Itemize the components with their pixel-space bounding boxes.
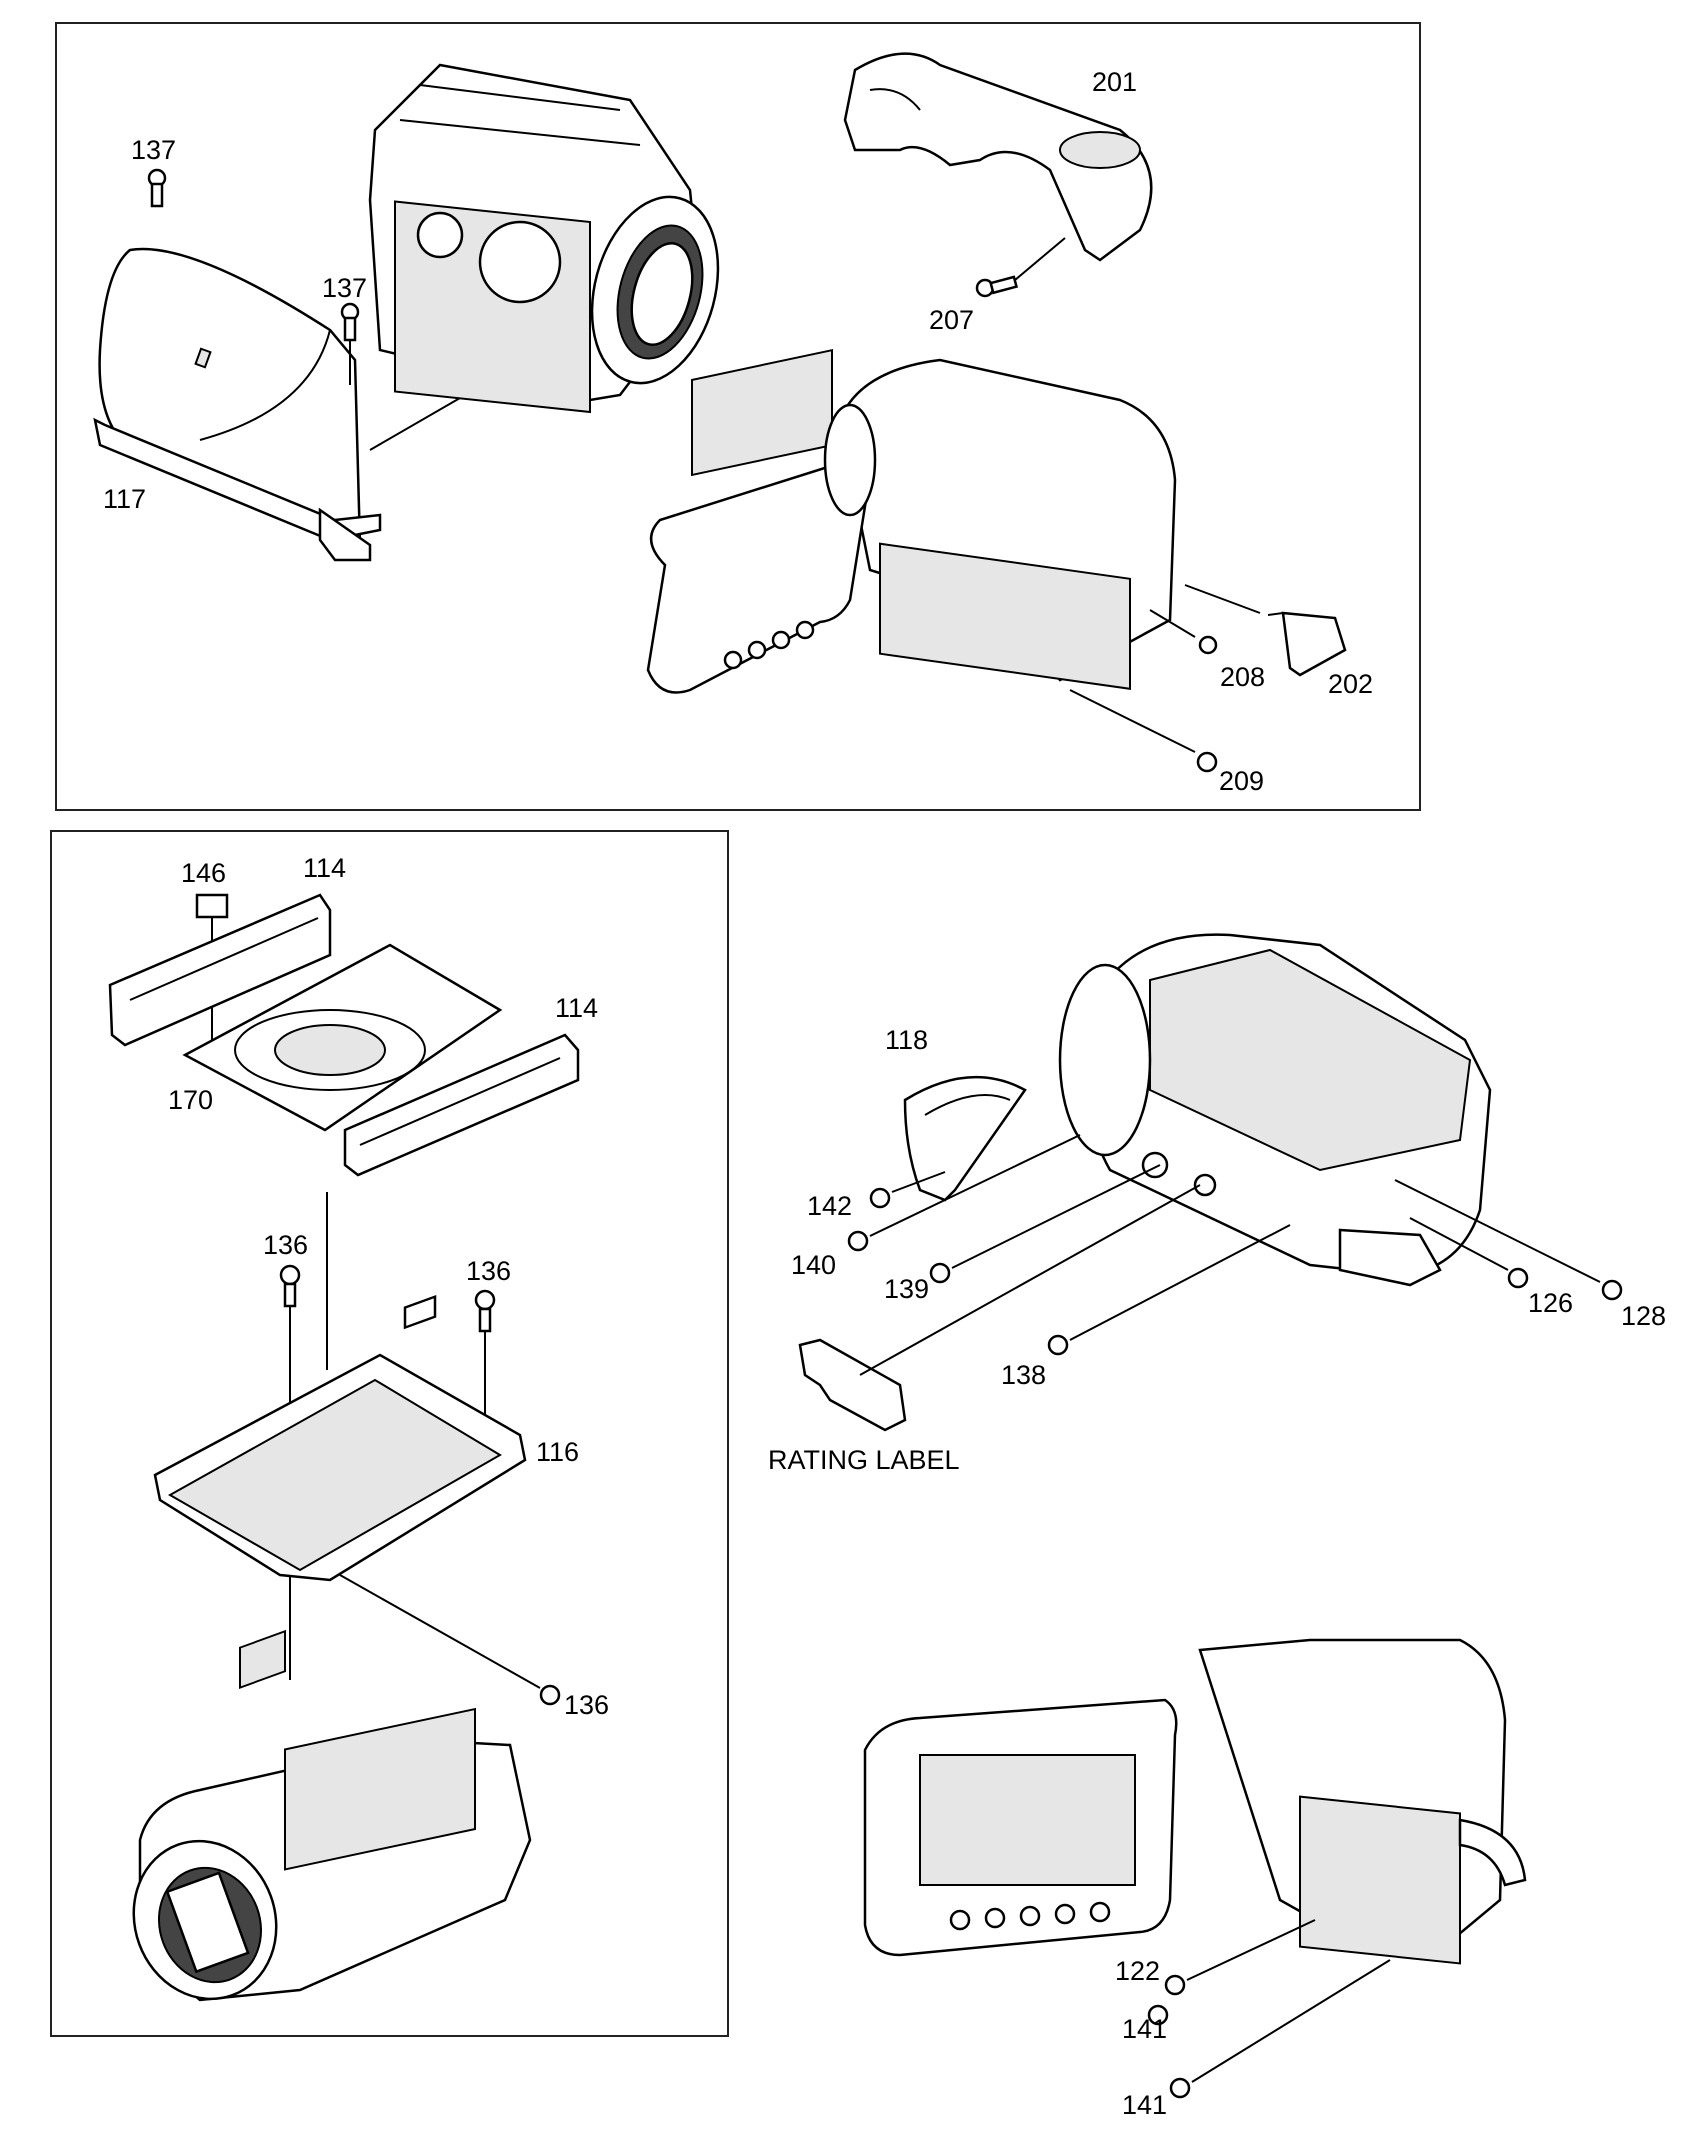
label-114-top: 114 (303, 853, 347, 883)
rating-label-drawing (798, 1184, 1201, 1432)
label-126: 126 (1528, 1288, 1574, 1318)
label-142: 142 (807, 1191, 853, 1221)
camera-chassis-top-drawing (368, 63, 720, 414)
screw-141-upper-drawing (1147, 2004, 1169, 2026)
label-208: 208 (1220, 662, 1266, 692)
camera-bottom-view-drawing (1058, 933, 1492, 1287)
label-201: 201 (1092, 67, 1138, 97)
label-136-left: 136 (263, 1230, 309, 1260)
label-138: 138 (1001, 1360, 1047, 1390)
side-cover-117-drawing (93, 247, 382, 562)
label-136-right: 136 (466, 1256, 512, 1286)
screw-128-drawing (1394, 1179, 1623, 1301)
holder-114-left-drawing (108, 893, 332, 1047)
label-122: 122 (1115, 1956, 1161, 1986)
label-118: 118 (885, 1025, 929, 1055)
screw-140-drawing (847, 1134, 1081, 1252)
screw-137-mid-drawing (340, 302, 360, 385)
camera-open-lcd-bottom-drawing (863, 1638, 1527, 1965)
bracket-116-drawing (153, 1294, 527, 1582)
screw-207-drawing (975, 237, 1066, 298)
label-139: 139 (884, 1274, 930, 1304)
screw-122-drawing (1164, 1919, 1316, 1996)
screw-136-bottom-drawing (339, 1574, 561, 1706)
screw-126-drawing (1409, 1217, 1529, 1289)
label-rating-label: RATING LABEL (768, 1445, 960, 1475)
label-146: 146 (181, 858, 227, 888)
label-170: 170 (168, 1085, 214, 1115)
label-136-bottom: 136 (564, 1690, 610, 1720)
jack-cover-202-drawing (1267, 611, 1347, 677)
top-cover-201-drawing (843, 52, 1153, 262)
screw-139-drawing (929, 1164, 1161, 1284)
label-207: 207 (929, 305, 975, 335)
label-141-lower: 141 (1122, 2090, 1168, 2120)
label-116: 116 (536, 1437, 580, 1467)
label-209: 209 (1219, 766, 1265, 796)
camera-chassis-bottom-drawing (132, 1629, 532, 2002)
screw-138-drawing (1047, 1224, 1291, 1356)
screw-208-drawing (1149, 609, 1218, 655)
hdd-170-drawing (182, 943, 503, 1132)
label-202: 202 (1328, 669, 1374, 699)
screw-209-drawing (1069, 689, 1218, 773)
left-panel-frame (50, 830, 729, 2037)
label-137-mid: 137 (322, 273, 368, 303)
label-140: 140 (791, 1250, 837, 1280)
camera-open-lcd-top-drawing (646, 348, 1177, 694)
screw-141-lower-drawing (1169, 1959, 1391, 2099)
screw-137-top-drawing (147, 168, 167, 208)
label-137-top: 137 (131, 135, 177, 165)
cover-118-drawing (903, 1075, 1027, 1202)
cushion-146-drawing (195, 893, 229, 1045)
label-128: 128 (1621, 1301, 1667, 1331)
holder-114-right-drawing (343, 1033, 580, 1177)
label-114-right: 114 (555, 993, 599, 1023)
top-panel-frame (55, 22, 1421, 811)
label-117: 117 (103, 484, 147, 514)
label-141-upper: 141 (1122, 2014, 1168, 2044)
screw-142-drawing (869, 1171, 946, 1209)
